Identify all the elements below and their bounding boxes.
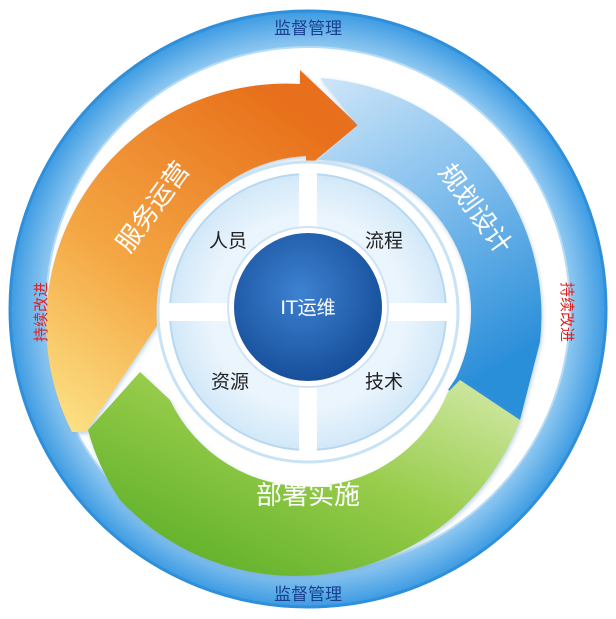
quadrant-process-label: 流程 xyxy=(365,230,403,252)
outer-right-label: 持续改进 xyxy=(558,282,576,342)
deployment-label: 部署实施 xyxy=(256,481,360,511)
quadrant-tech-label: 技术 xyxy=(365,371,403,393)
deployment-arrow xyxy=(88,372,520,576)
quadrant-people-label: 人员 xyxy=(209,230,247,252)
outer-top-label: 监督管理 xyxy=(274,19,342,39)
center-circle xyxy=(234,233,382,381)
outer-bottom-label: 监督管理 xyxy=(274,585,342,605)
planning-design-arrow xyxy=(318,78,542,420)
outer-left-label: 持续改进 xyxy=(32,282,50,342)
service-operation-arrow xyxy=(46,70,359,432)
outer-ring-edge xyxy=(8,9,608,609)
quadrant-resource-label: 资源 xyxy=(211,371,249,393)
center-label: IT运维 xyxy=(280,297,335,319)
